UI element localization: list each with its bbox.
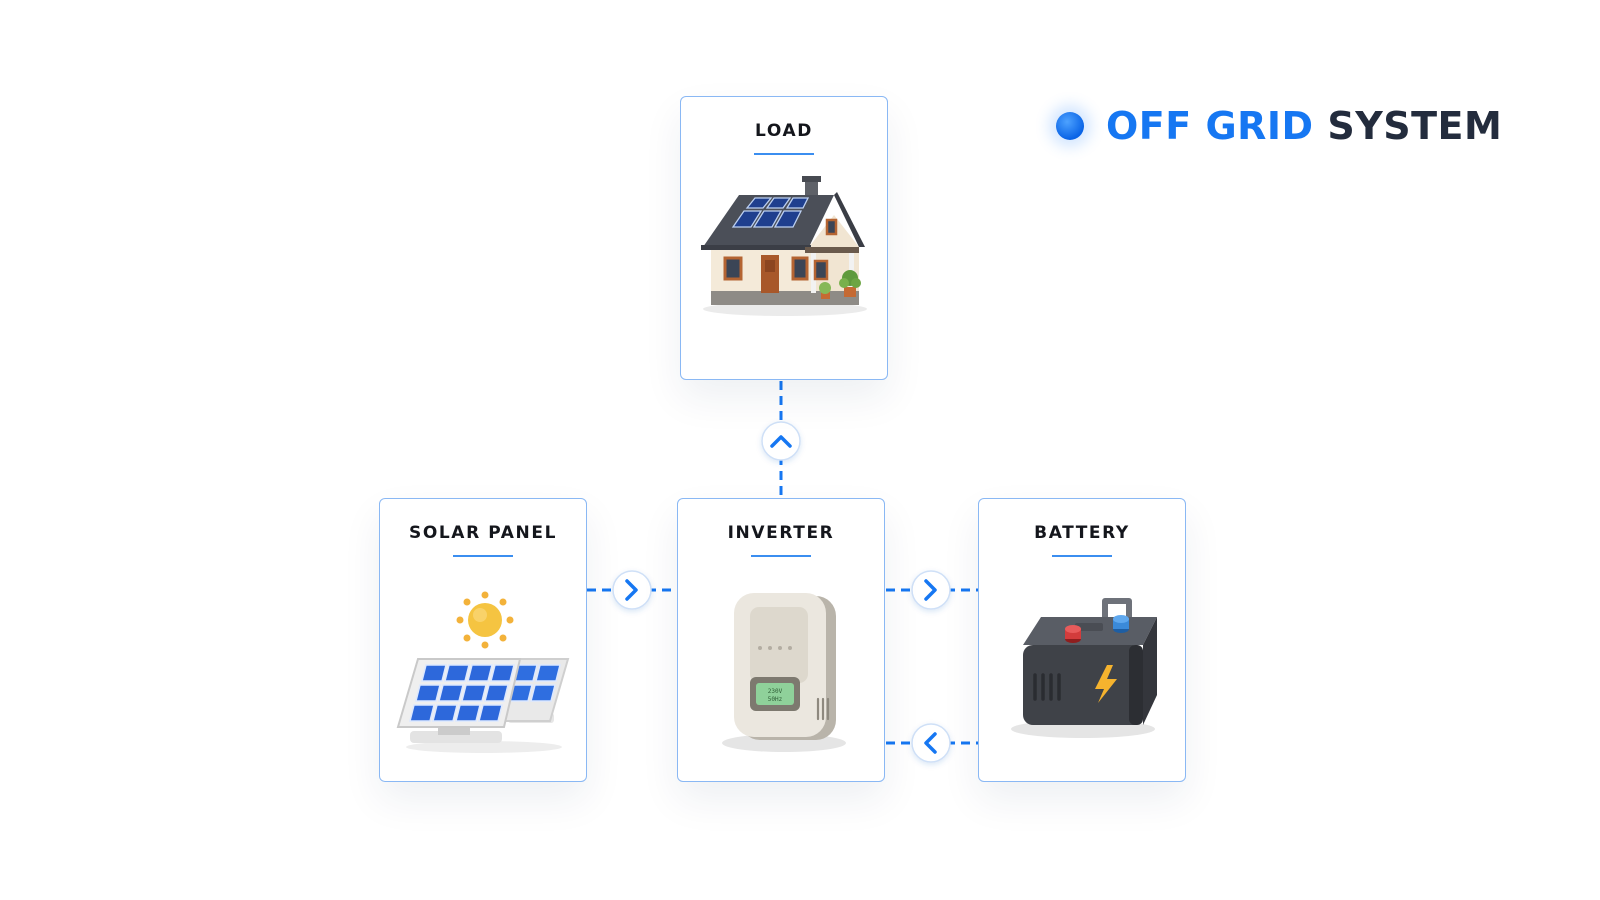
node-load[interactable]: LOAD (680, 96, 888, 380)
label-underline (751, 555, 811, 557)
title-accent: OFF GRID (1106, 104, 1314, 148)
arrow-right-icon (911, 570, 951, 610)
title-text: OFF GRID SYSTEM (1106, 104, 1502, 148)
svg-text:50Hz: 50Hz (768, 696, 783, 703)
node-label: SOLAR PANEL (408, 523, 558, 543)
title-rest: SYSTEM (1313, 104, 1503, 148)
label-underline (754, 153, 814, 155)
node-battery[interactable]: BATTERY (978, 498, 1186, 782)
arrow-right-icon (612, 570, 652, 610)
node-label: BATTERY (1034, 523, 1130, 543)
solar-panel-icon (396, 591, 570, 753)
edge-inverter-to-load (761, 358, 801, 523)
node-label: INVERTER (727, 523, 835, 543)
label-underline (453, 555, 513, 557)
node-label: LOAD (755, 121, 813, 141)
label-underline (1052, 555, 1112, 557)
sun-icon (456, 591, 514, 649)
inverter-icon: 230V 50Hz (722, 593, 846, 752)
house-icon (701, 176, 867, 316)
battery-icon (1011, 598, 1157, 738)
node-solar-panel[interactable]: SOLAR PANEL (379, 498, 587, 782)
node-inverter[interactable]: INVERTER 230V 50Hz (677, 498, 885, 782)
arrow-left-icon (911, 723, 951, 763)
arrow-up-icon (761, 421, 801, 461)
status-dot-icon (1056, 112, 1084, 140)
svg-text:230V: 230V (768, 688, 783, 695)
diagram-title: OFF GRID SYSTEM (1056, 96, 1502, 156)
